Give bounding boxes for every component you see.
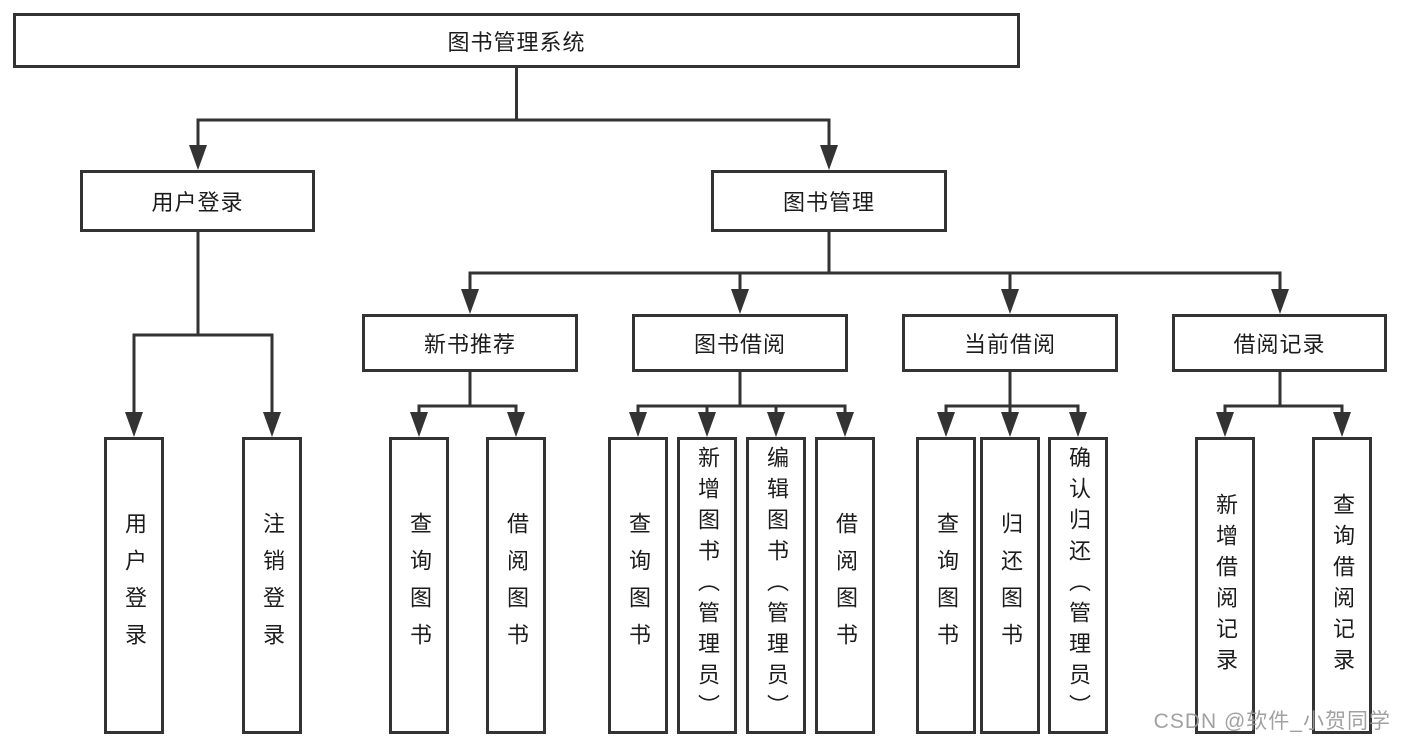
arrowhead-icon [125,412,143,437]
node-current-borrow-label: 当前借阅 [963,332,1056,357]
node-borrow-query: 查询图书 [608,437,668,734]
node-root: 图书管理系统 [13,13,1020,68]
node-user-login-action-label: 用户登录 [122,511,147,660]
node-records-query-label: 查询借阅记录 [1330,492,1355,679]
arrowhead-icon [629,412,647,437]
arrowhead-icon [461,289,479,314]
node-logout-action: 注销登录 [242,437,302,734]
node-book-borrow-label: 图书借阅 [693,332,786,357]
node-book-borrow: 图书借阅 [632,314,848,372]
node-logout-action-label: 注销登录 [260,511,285,660]
arrowhead-icon [1216,412,1234,437]
arrowhead-icon [507,412,525,437]
csdn-watermark: CSDN @软件_小贺同学 [1153,710,1391,733]
arrowhead-icon [263,412,281,437]
node-user-login-action: 用户登录 [104,437,164,734]
node-borrow-query-label: 查询图书 [626,511,651,660]
node-borrow-records: 借阅记录 [1172,314,1387,372]
node-current-borrow: 当前借阅 [902,314,1118,372]
node-borrow-add-admin: 新增图书（管理员） [677,437,737,734]
node-records-query: 查询借阅记录 [1312,437,1372,734]
arrowhead-icon [731,289,749,314]
node-borrow-action-label: 借阅图书 [833,511,858,660]
node-current-return: 归还图书 [980,437,1040,734]
node-borrow-edit-admin: 编辑图书（管理员） [746,437,806,734]
arrowhead-icon [937,412,955,437]
arrowhead-icon [1001,412,1019,437]
arrowhead-icon [767,412,785,437]
node-borrow-edit-admin-label: 编辑图书（管理员） [764,446,789,725]
node-current-confirm-return: 确认归还（管理员） [1048,437,1108,734]
arrowhead-icon [698,412,716,437]
node-book-management-label: 图书管理 [782,190,875,215]
node-user-login: 用户登录 [80,170,315,232]
arrowhead-icon [836,412,854,437]
node-records-add: 新增借阅记录 [1195,437,1255,734]
node-new-book-recommend: 新书推荐 [362,314,578,372]
node-records-add-label: 新增借阅记录 [1213,492,1238,679]
node-current-query-label: 查询图书 [934,511,959,660]
arrowhead-icon [189,145,207,170]
node-newbooks-borrow: 借阅图书 [486,437,546,734]
node-current-confirm-return-label: 确认归还（管理员） [1066,446,1091,725]
node-book-management: 图书管理 [711,170,947,232]
node-borrow-records-label: 借阅记录 [1233,332,1326,357]
node-borrow-action: 借阅图书 [815,437,875,734]
node-root-label: 图书管理系统 [447,29,586,55]
arrowhead-icon [1271,289,1289,314]
node-new-book-recommend-label: 新书推荐 [423,332,516,357]
arrowhead-icon [410,412,428,437]
arrowhead-icon [1069,412,1087,437]
arrowhead-icon [1333,412,1351,437]
node-newbooks-borrow-label: 借阅图书 [504,511,529,660]
node-newbooks-query-label: 查询图书 [407,511,432,660]
node-current-query: 查询图书 [916,437,976,734]
arrowhead-icon [1001,289,1019,314]
node-user-login-label: 用户登录 [151,190,244,215]
node-borrow-add-admin-label: 新增图书（管理员） [695,446,720,725]
node-current-return-label: 归还图书 [998,511,1023,660]
arrowhead-icon [820,145,838,170]
node-newbooks-query: 查询图书 [389,437,449,734]
